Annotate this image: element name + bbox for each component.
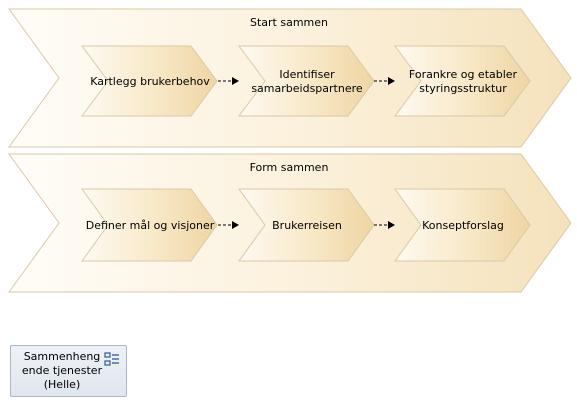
group-title: Start sammen xyxy=(250,16,328,29)
group-title: Form sammen xyxy=(250,161,329,174)
step-label: Kartlegg brukerbehov xyxy=(90,75,210,88)
application-label-line3: (Helle) xyxy=(43,378,81,391)
step-chevron[interactable] xyxy=(81,45,218,117)
step-chevron[interactable] xyxy=(394,45,531,117)
step-chevron[interactable] xyxy=(394,188,531,262)
step-label: Forankre og etabler xyxy=(409,68,518,81)
step-definer-mal-og-visjoner[interactable]: Definer mål og visjoner xyxy=(81,188,218,262)
step-label: Brukerreisen xyxy=(272,219,342,232)
step-konseptforslag[interactable]: Konseptforslag xyxy=(394,188,531,262)
application-component-box[interactable]: Sammenheng ende tjenester (Helle) xyxy=(10,345,127,397)
value-stream-form-sammen[interactable]: Form sammen Definer mål og visjoner Bruk… xyxy=(8,153,572,293)
step-chevron[interactable] xyxy=(238,45,375,117)
step-label-line2: styringsstruktur xyxy=(419,82,507,95)
application-label-line1: Sammenheng xyxy=(23,350,101,363)
step-label: Konseptforslag xyxy=(422,219,504,232)
application-component-label: Sammenheng ende tjenester (Helle) xyxy=(17,350,107,392)
step-identifiser-samarbeidspartnere[interactable]: Identifiser samarbeidspartnere xyxy=(238,45,375,117)
application-component-icon xyxy=(104,352,119,366)
step-label-line2: samarbeidspartnere xyxy=(251,82,363,95)
step-chevron[interactable] xyxy=(81,188,218,262)
step-kartlegg-brukerbehov[interactable]: Kartlegg brukerbehov xyxy=(81,45,218,117)
value-stream-start-sammen[interactable]: Start sammen Kartlegg brukerbehov Identi… xyxy=(8,8,572,148)
application-label-line2: ende tjenester xyxy=(21,364,103,377)
step-brukerreisen[interactable]: Brukerreisen xyxy=(238,188,375,262)
step-forankre-og-etabler-styringsstruktur[interactable]: Forankre og etabler styringsstruktur xyxy=(394,45,531,117)
step-label: Definer mål og visjoner xyxy=(86,219,215,232)
step-label: Identifiser xyxy=(279,68,335,81)
step-chevron[interactable] xyxy=(238,188,375,262)
